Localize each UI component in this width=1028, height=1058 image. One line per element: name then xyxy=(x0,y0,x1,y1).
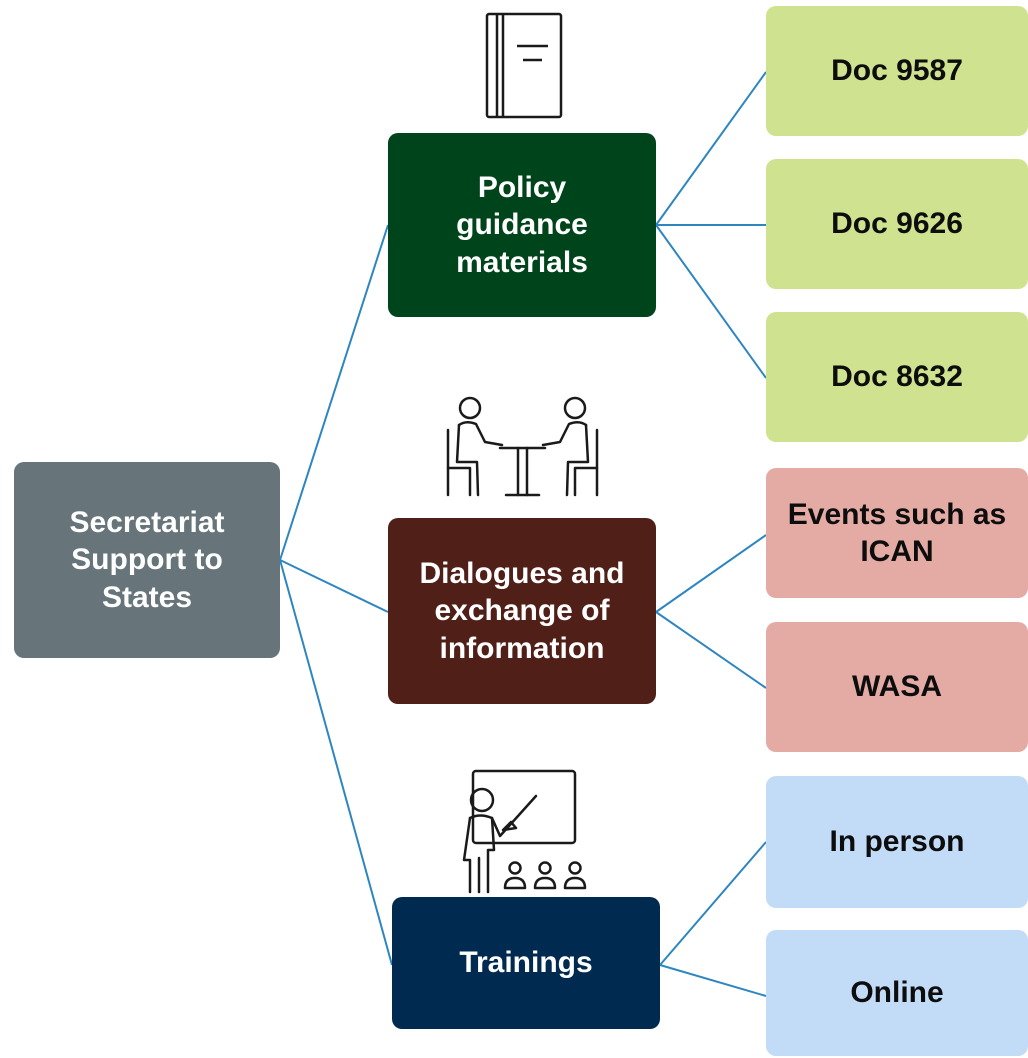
branch-dialogues-label: Dialogues and exchange of information xyxy=(419,556,625,665)
root-label: Secretariat Support to States xyxy=(69,505,225,614)
leaf-online-label: Online xyxy=(850,976,944,1010)
meeting-icon xyxy=(446,396,599,497)
leaf-wasa-label: WASA xyxy=(852,670,942,704)
connector-dialogues-events xyxy=(655,534,767,613)
connector-policy-doc8632 xyxy=(655,224,767,379)
document-icon xyxy=(485,12,563,119)
leaf-in-person: In person xyxy=(766,776,1028,908)
branch-policy-label: Policy guidance materials xyxy=(456,170,588,279)
connector-policy-doc9587 xyxy=(655,71,767,226)
connector-dialogues-wasa xyxy=(655,611,767,689)
presentation-icon xyxy=(462,769,587,894)
leaf-doc-9587-label: Doc 9587 xyxy=(831,54,963,88)
connector-root-dialogues xyxy=(279,559,389,613)
connector-trainings-online xyxy=(659,964,767,997)
connector-root-policy xyxy=(279,224,389,561)
leaf-doc-9587: Doc 9587 xyxy=(766,6,1028,136)
branch-trainings-label: Trainings xyxy=(459,946,593,980)
branch-policy-guidance: Policy guidance materials xyxy=(388,133,656,317)
leaf-online: Online xyxy=(766,930,1028,1056)
connector-root-trainings xyxy=(279,559,393,966)
leaf-events-ican: Events such as ICAN xyxy=(766,468,1028,598)
leaf-doc-8632-label: Doc 8632 xyxy=(831,360,963,394)
branch-dialogues: Dialogues and exchange of information xyxy=(388,518,656,704)
connector-trainings-inperson xyxy=(659,841,767,966)
leaf-doc-8632: Doc 8632 xyxy=(766,312,1028,442)
branch-trainings: Trainings xyxy=(392,897,660,1029)
root-node: Secretariat Support to States xyxy=(14,462,280,658)
leaf-doc-9626-label: Doc 9626 xyxy=(831,207,963,241)
leaf-events-ican-label: Events such as ICAN xyxy=(787,497,1007,569)
leaf-in-person-label: In person xyxy=(829,825,965,859)
leaf-wasa: WASA xyxy=(766,622,1028,752)
leaf-doc-9626: Doc 9626 xyxy=(766,159,1028,289)
